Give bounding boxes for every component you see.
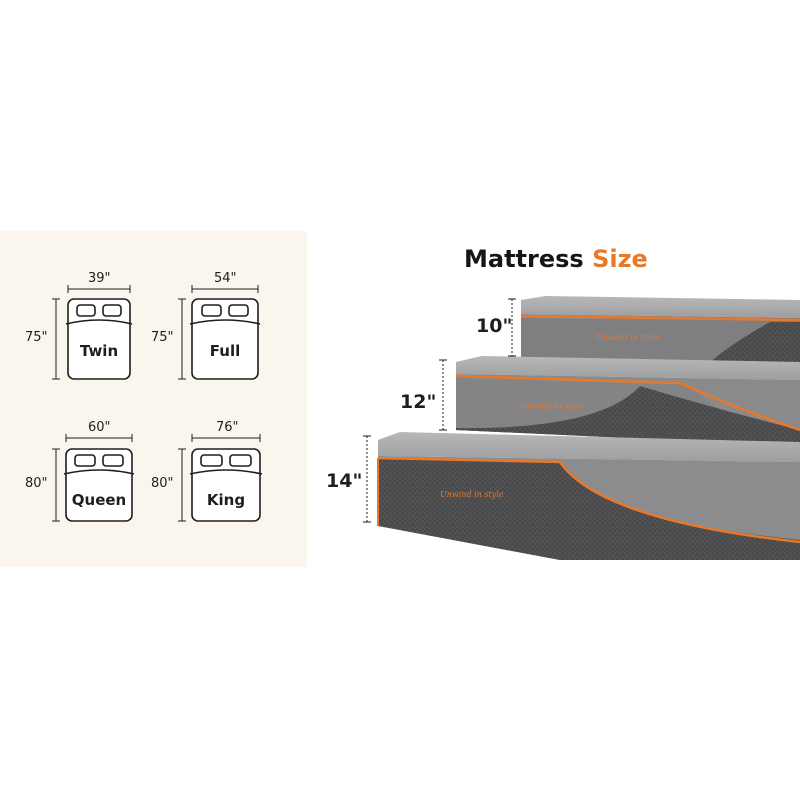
height-10-label: 10": [476, 315, 513, 337]
bed-queen-icon: [63, 448, 135, 522]
king-label: King: [206, 491, 246, 509]
title-main: Mattress: [464, 245, 584, 273]
full-width-label: 54": [214, 271, 237, 286]
brand-mark-14: Unwind in style: [440, 490, 504, 499]
full-label: Full: [209, 342, 241, 360]
bed-twin-icon: [65, 298, 133, 380]
page-title: Mattress Size: [464, 245, 648, 273]
king-width-label: 76": [216, 420, 239, 435]
title-accent: Size: [592, 245, 648, 273]
twin-label: Twin: [79, 342, 119, 360]
height-14-label: 14": [326, 470, 363, 492]
twin-width-label: 39": [88, 271, 111, 286]
mattress-14-inch: [377, 432, 800, 560]
height-12-label: 12": [400, 391, 437, 413]
twin-length-label: 75": [25, 330, 48, 345]
king-length-label: 80": [151, 476, 174, 491]
queen-label: Queen: [71, 491, 127, 509]
full-length-label: 75": [151, 330, 174, 345]
mattress-12-inch: [455, 356, 800, 446]
bed-king-icon: [189, 448, 263, 522]
bed-full-icon: [189, 298, 261, 380]
queen-width-label: 60": [88, 420, 111, 435]
brand-mark-12: Unwind in style: [520, 402, 584, 411]
brand-mark-10: Unwind in style: [596, 333, 660, 342]
queen-length-label: 80": [25, 476, 48, 491]
